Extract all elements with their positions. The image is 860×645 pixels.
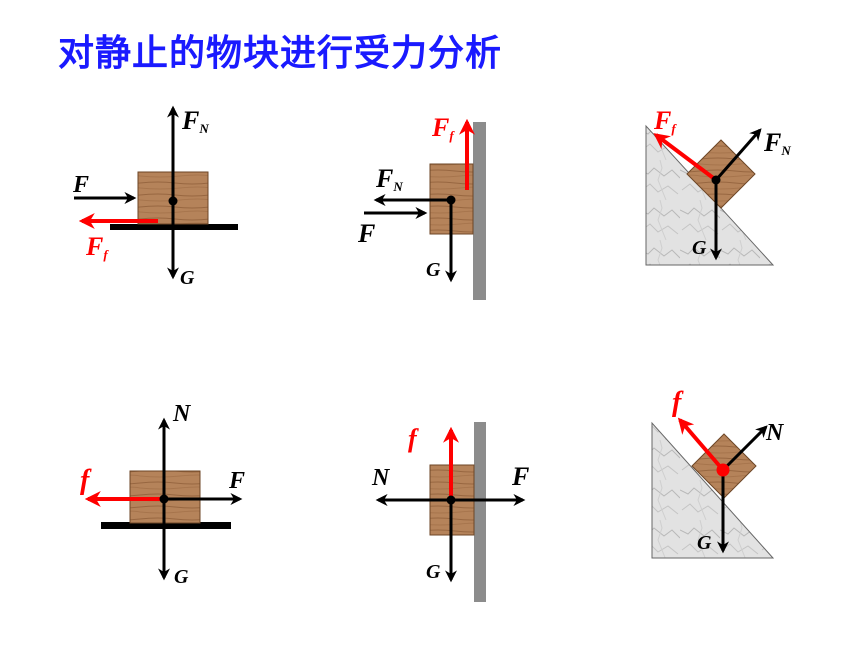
applied-force-label: F [228, 468, 245, 494]
normal-force-label: N [765, 420, 785, 446]
diagram-wall-2: f N F G [371, 422, 529, 602]
diagram-ground-1: FN F Ff G [72, 105, 238, 289]
friction-label: Ff [85, 232, 109, 262]
normal-force-label: N [371, 465, 391, 491]
center-dot [446, 495, 456, 505]
normal-force-label: FN [763, 128, 791, 158]
gravity-label: G [697, 532, 712, 554]
page-title: 对静止的物块进行受力分析 [58, 33, 503, 74]
friction-label: f [672, 387, 684, 418]
applied-force-label: F [72, 172, 89, 198]
gravity-label: G [426, 561, 441, 583]
applied-force-label: F [511, 462, 529, 491]
friction-label: f [80, 465, 92, 496]
normal-force-arrow [721, 425, 768, 472]
diagram-incline-2: f N G [651, 387, 785, 559]
normal-force-label: FN [181, 106, 209, 136]
center-dot [716, 463, 730, 477]
friction-label: Ff [653, 106, 677, 136]
incline [651, 421, 775, 559]
wall [474, 422, 486, 602]
diagram-wall-1: Ff FN F G [357, 113, 486, 300]
center-dot [446, 195, 456, 205]
center-dot [159, 494, 169, 504]
gravity-label: G [426, 259, 441, 281]
gravity-label: G [692, 237, 707, 259]
gravity-label: G [180, 267, 195, 289]
normal-force-label: FN [375, 164, 403, 194]
center-dot [711, 175, 721, 185]
friction-arrow [677, 417, 725, 472]
friction-label: Ff [431, 113, 455, 143]
wall [473, 122, 486, 300]
normal-force-arrow [714, 128, 762, 181]
friction-label: f [408, 424, 419, 453]
ground-line [101, 522, 231, 529]
diagram-ground-2: N f F G [80, 401, 245, 588]
applied-force-label: F [357, 219, 375, 248]
normal-force-label: N [172, 401, 192, 427]
center-dot [168, 196, 178, 206]
gravity-label: G [174, 566, 189, 588]
friction-arrow [653, 133, 718, 182]
diagram-incline-1: Ff FN G [645, 106, 791, 266]
